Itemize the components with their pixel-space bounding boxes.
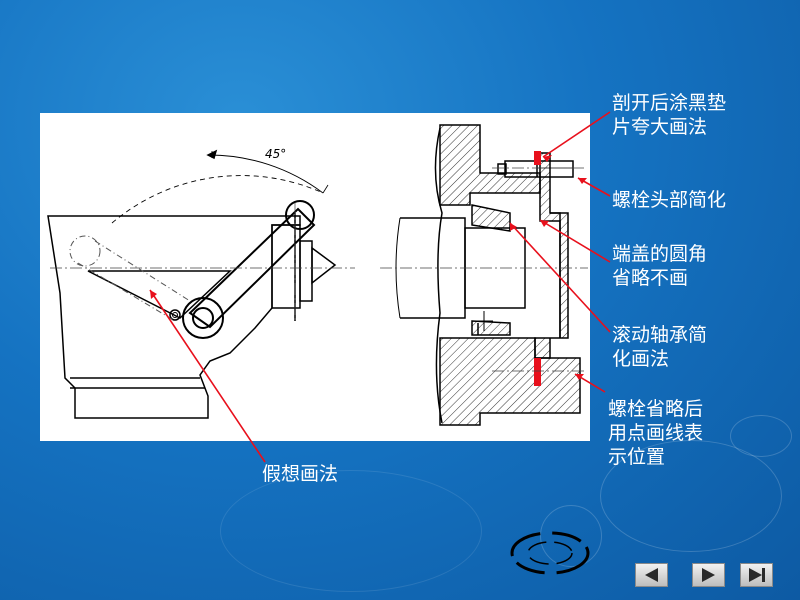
skip-to-end-icon xyxy=(749,568,765,582)
annotation-end-cap: 端盖的圆角 省略不画 xyxy=(612,243,708,289)
next-slide-button[interactable] xyxy=(692,563,725,587)
triangle-left-icon xyxy=(645,568,658,582)
annotation-bolt-head: 螺栓头部简化 xyxy=(612,189,727,211)
annotation-bolt-omit: 螺栓省略后 用点画线表 示位置 xyxy=(608,398,704,468)
technical-drawing: 45° xyxy=(47,124,588,426)
prev-slide-button[interactable] xyxy=(635,563,668,587)
annotation-bearing: 滚动轴承简 化画法 xyxy=(612,324,708,370)
right-view xyxy=(380,124,588,426)
ripple-decoration xyxy=(220,470,482,592)
annotation-gasket: 剖开后涂黑垫 片夸大画法 xyxy=(612,92,727,138)
ripple-decoration xyxy=(600,440,782,552)
ripple-decoration xyxy=(730,415,792,457)
left-view xyxy=(47,149,355,419)
ripple-decoration xyxy=(540,505,602,567)
angle-label: 45° xyxy=(265,147,286,161)
ripple-swirl xyxy=(510,531,590,575)
triangle-right-icon xyxy=(702,568,715,582)
annotation-phantom: 假想画法 xyxy=(262,463,339,485)
last-slide-button[interactable] xyxy=(740,563,773,587)
drawing-panel: 45° xyxy=(40,113,590,441)
